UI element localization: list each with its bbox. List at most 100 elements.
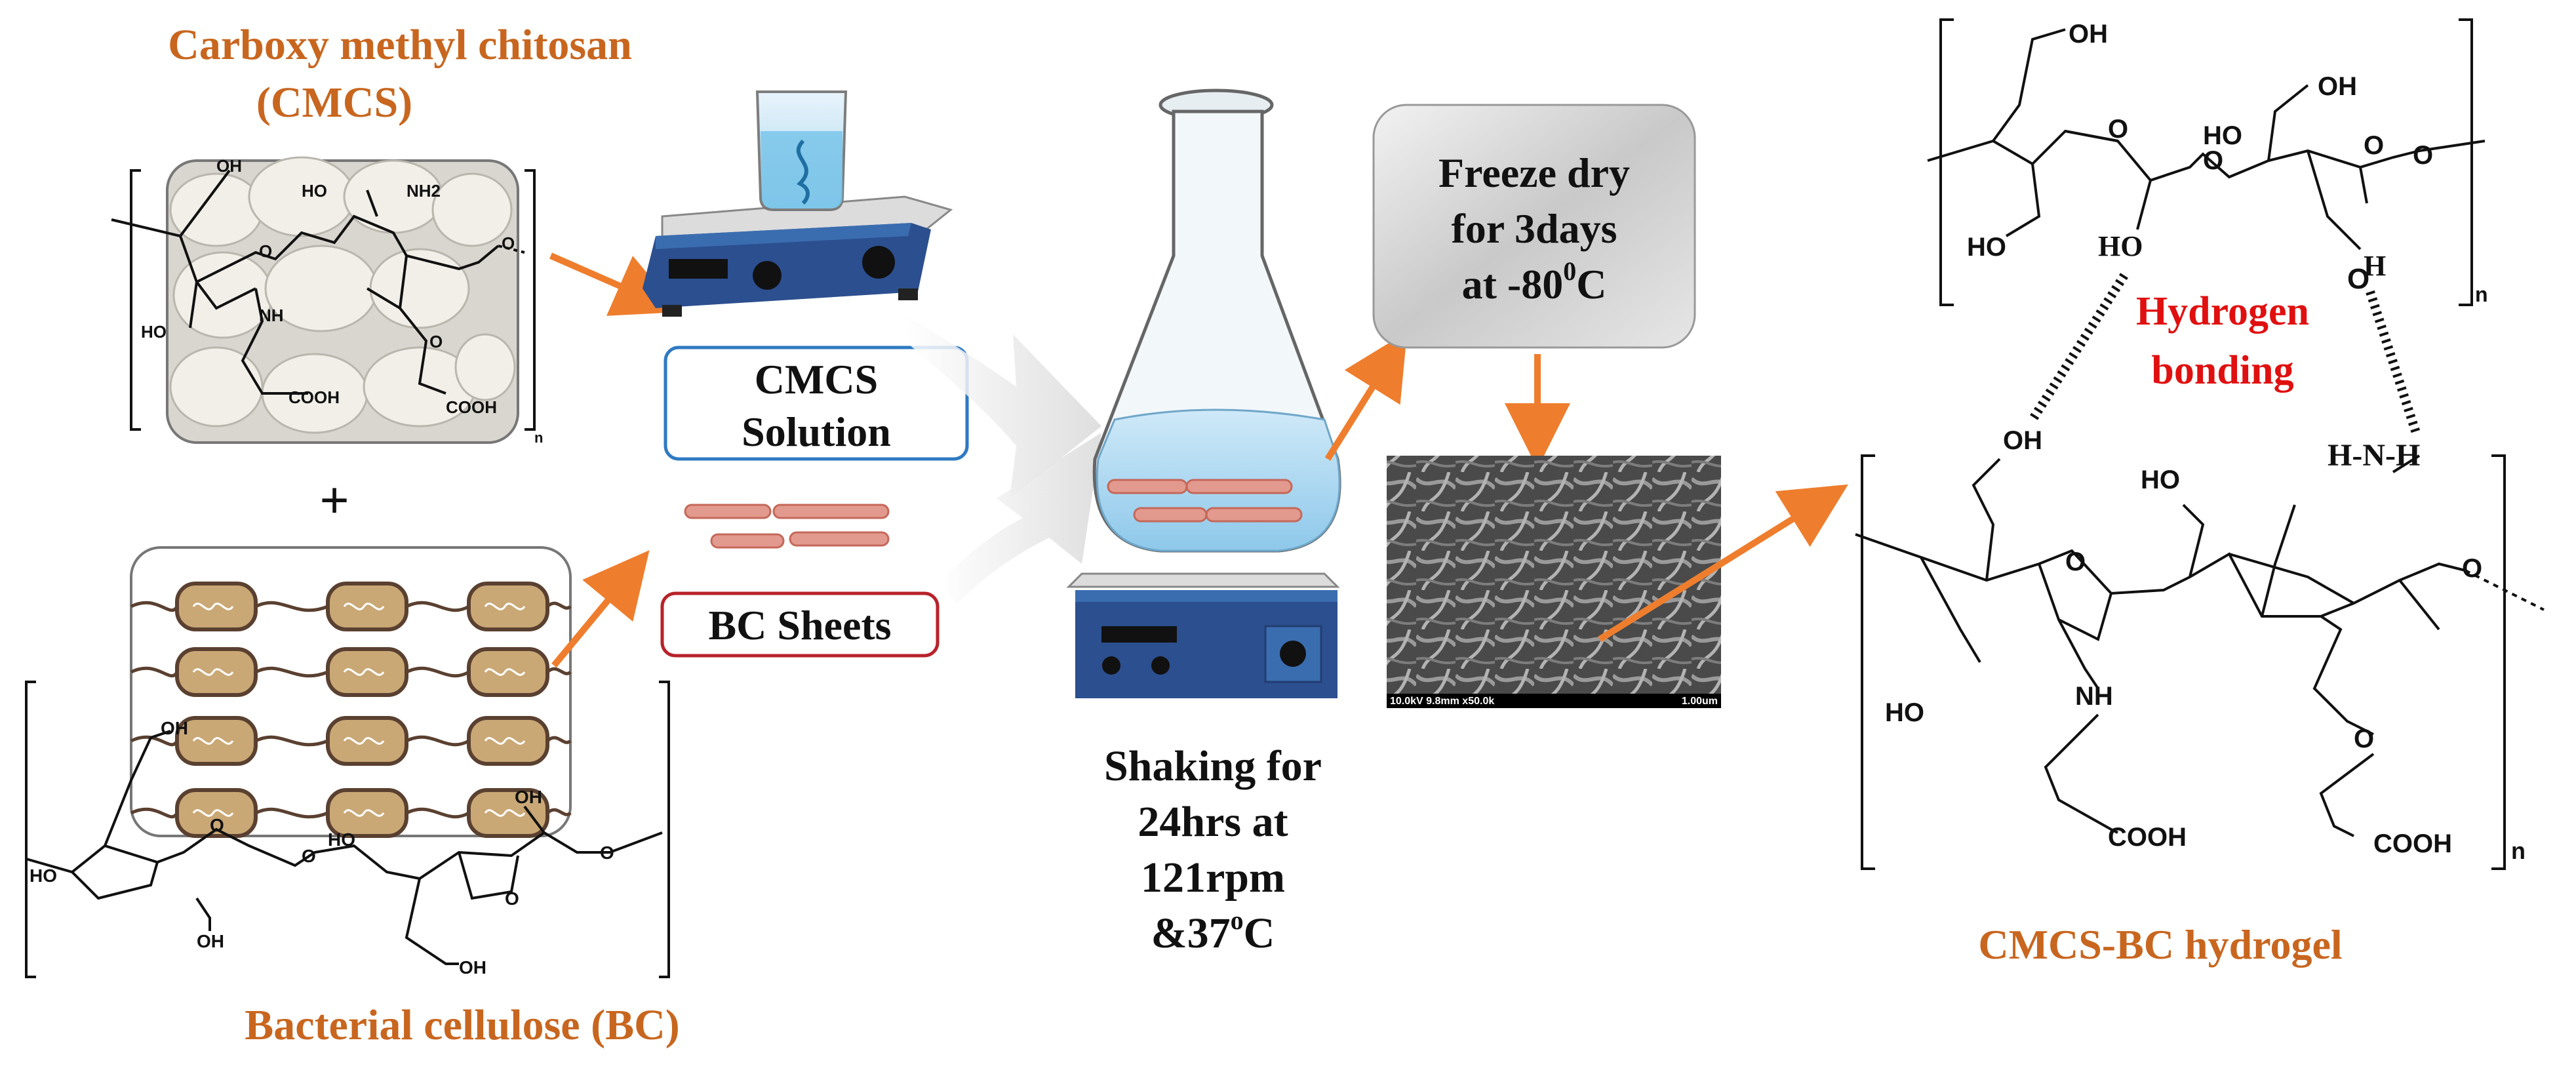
bc-sheet-strips bbox=[684, 504, 890, 549]
bacterium-dna bbox=[484, 809, 526, 817]
bacterium-dna bbox=[343, 668, 385, 676]
bacteria-flagella bbox=[130, 735, 572, 747]
bacterium-dna bbox=[192, 737, 234, 745]
bacterium-dna bbox=[192, 668, 234, 676]
sem-image: 10.0kV 9.8mm x50.0k 1.00um bbox=[1387, 456, 1721, 708]
bc-label-o-1: O bbox=[210, 815, 224, 835]
bc-structure bbox=[25, 681, 670, 978]
cmcs-solution-box: CMCS Solution bbox=[664, 346, 969, 461]
bacterium-dna bbox=[484, 668, 526, 676]
shaking-conditions: Shaking for 24hrs at 121rpm &37oC bbox=[1104, 742, 1322, 957]
freeze-temp-sup: 0 bbox=[1563, 256, 1576, 286]
cmcs-label-o-end: O bbox=[502, 233, 515, 253]
bottom-label-o-ring: O bbox=[2065, 547, 2086, 576]
cmcs-label-oh-top: OH bbox=[216, 156, 242, 176]
bacteria-flagella bbox=[130, 807, 572, 819]
cmcs-structure bbox=[111, 169, 536, 431]
bottom-label-ho-top: HO bbox=[2141, 466, 2180, 494]
freeze-line3: at -800C bbox=[1462, 256, 1607, 308]
bacterium-cell bbox=[175, 582, 258, 631]
cmcs-label-nh2: NH2 bbox=[406, 181, 441, 201]
bacterium-cell bbox=[326, 788, 408, 838]
bc-sheets-box: BC Sheets bbox=[660, 591, 940, 658]
shaking-temp-degree: o bbox=[1231, 905, 1244, 935]
bc-label-o-4: O bbox=[600, 843, 614, 863]
cmcs-label-cooh-2: COOH bbox=[446, 397, 497, 417]
bacterium-dna bbox=[484, 737, 526, 745]
bacterium-cell bbox=[326, 716, 408, 766]
bc-sheets-label: BC Sheets bbox=[708, 602, 891, 648]
bacterium-cell bbox=[175, 788, 258, 838]
bottom-label-nh: NH bbox=[2075, 682, 2113, 711]
bacterium-dna bbox=[343, 603, 385, 610]
bc-label-oh-right: OH bbox=[515, 787, 542, 807]
arrow-flask-to-freeze bbox=[1324, 332, 1408, 461]
top-label-ho-1: HO bbox=[2203, 121, 2242, 150]
hydrogen-bond-right bbox=[2366, 290, 2421, 435]
bacterium-cell bbox=[467, 788, 549, 838]
shaking-line3: 121rpm bbox=[1141, 854, 1285, 902]
cmcs-label-ho: HO bbox=[302, 181, 327, 201]
freeze-dry-panel: Freeze dry for 3days at -800C bbox=[1372, 104, 1696, 349]
cmcs-title-line2: (CMCS) bbox=[256, 79, 412, 127]
cmcs-title-line1: Carboxy methyl chitosan bbox=[168, 21, 632, 69]
bottom-cmcs-structure bbox=[1855, 454, 2545, 870]
erlenmeyer-flask-icon bbox=[1092, 89, 1341, 553]
hydrogen-bonding-line2: bonding bbox=[2151, 348, 2293, 393]
cmcs-image-panel bbox=[166, 156, 519, 444]
cmcs-label-n: n bbox=[534, 429, 543, 446]
bacterium-cell bbox=[175, 716, 258, 766]
bacterium-cell bbox=[467, 582, 549, 631]
bc-label-oh-bottom2: OH bbox=[459, 957, 486, 978]
top-label-o-5: O bbox=[2347, 263, 2369, 295]
bc-label-o-3: O bbox=[505, 888, 519, 909]
shaking-temp: &37 bbox=[1151, 909, 1231, 957]
hotplate-beaker-icon bbox=[643, 90, 953, 317]
freeze-temp: at -80 bbox=[1462, 261, 1564, 308]
top-label-ho-3: HO bbox=[2098, 230, 2143, 262]
hydrogen-bond-left bbox=[2029, 273, 2128, 422]
cmcs-solution-line1: CMCS bbox=[755, 356, 878, 403]
bacterium-dna bbox=[343, 737, 385, 745]
bacterium-cell bbox=[175, 647, 258, 697]
cmcs-label-o-ring: O bbox=[259, 241, 272, 261]
arrow-cmcs-to-stirrer bbox=[549, 252, 680, 316]
top-label-o-1: O bbox=[2108, 115, 2128, 144]
bottom-label-oh: OH bbox=[2003, 426, 2042, 455]
cmcs-label-o-ether: O bbox=[429, 332, 443, 351]
bc-title: Bacterial cellulose (BC) bbox=[245, 1001, 679, 1049]
shaking-temp-unit: C bbox=[1244, 909, 1275, 957]
bc-label-ho-left: HO bbox=[30, 865, 57, 886]
top-label-oh-2: OH bbox=[2318, 72, 2357, 101]
cmcs-label-cooh-1: COOH bbox=[288, 387, 340, 407]
cmcs-label-ho-left: HO bbox=[141, 322, 167, 342]
shaking-line1: Shaking for bbox=[1104, 742, 1322, 790]
sem-caption-left: 10.0kV 9.8mm x50.0k bbox=[1390, 696, 1494, 707]
bacteria-flagella bbox=[130, 666, 572, 678]
bacteria-grid bbox=[130, 582, 572, 838]
arrow-sem-to-hydrogel bbox=[1598, 484, 1848, 643]
top-label-oh-1: OH bbox=[2069, 20, 2108, 49]
bottom-label-ho-left: HO bbox=[1885, 698, 1924, 727]
top-label-n: n bbox=[2475, 283, 2488, 306]
bc-label-oh-bottom: OH bbox=[197, 931, 224, 951]
freeze-line2: for 3days bbox=[1451, 205, 1617, 252]
freeze-temp-unit: C bbox=[1576, 261, 1606, 308]
shaker-icon bbox=[1066, 572, 1340, 698]
bacteria-flagella bbox=[130, 601, 572, 612]
sem-caption-right: 1.00um bbox=[1682, 696, 1718, 707]
bacterium-dna bbox=[343, 809, 385, 817]
bottom-label-o-ether: O bbox=[2354, 725, 2374, 753]
bc-label-o-2: O bbox=[302, 846, 316, 866]
bacterium-cell bbox=[326, 582, 408, 631]
merge-arrow-upper bbox=[905, 315, 1101, 498]
top-label-o-2: O bbox=[2203, 146, 2223, 175]
hydrogel-product-label: CMCS-BC hydrogel bbox=[1978, 921, 2342, 968]
bacterium-dna bbox=[484, 603, 526, 610]
bc-label-ho-mid: HO bbox=[328, 829, 355, 850]
plus-symbol: + bbox=[319, 472, 349, 530]
bottom-label-o-end: O bbox=[2462, 554, 2482, 583]
shaking-line2: 24hrs at bbox=[1138, 798, 1288, 846]
cmcs-solution-line2: Solution bbox=[742, 408, 891, 455]
